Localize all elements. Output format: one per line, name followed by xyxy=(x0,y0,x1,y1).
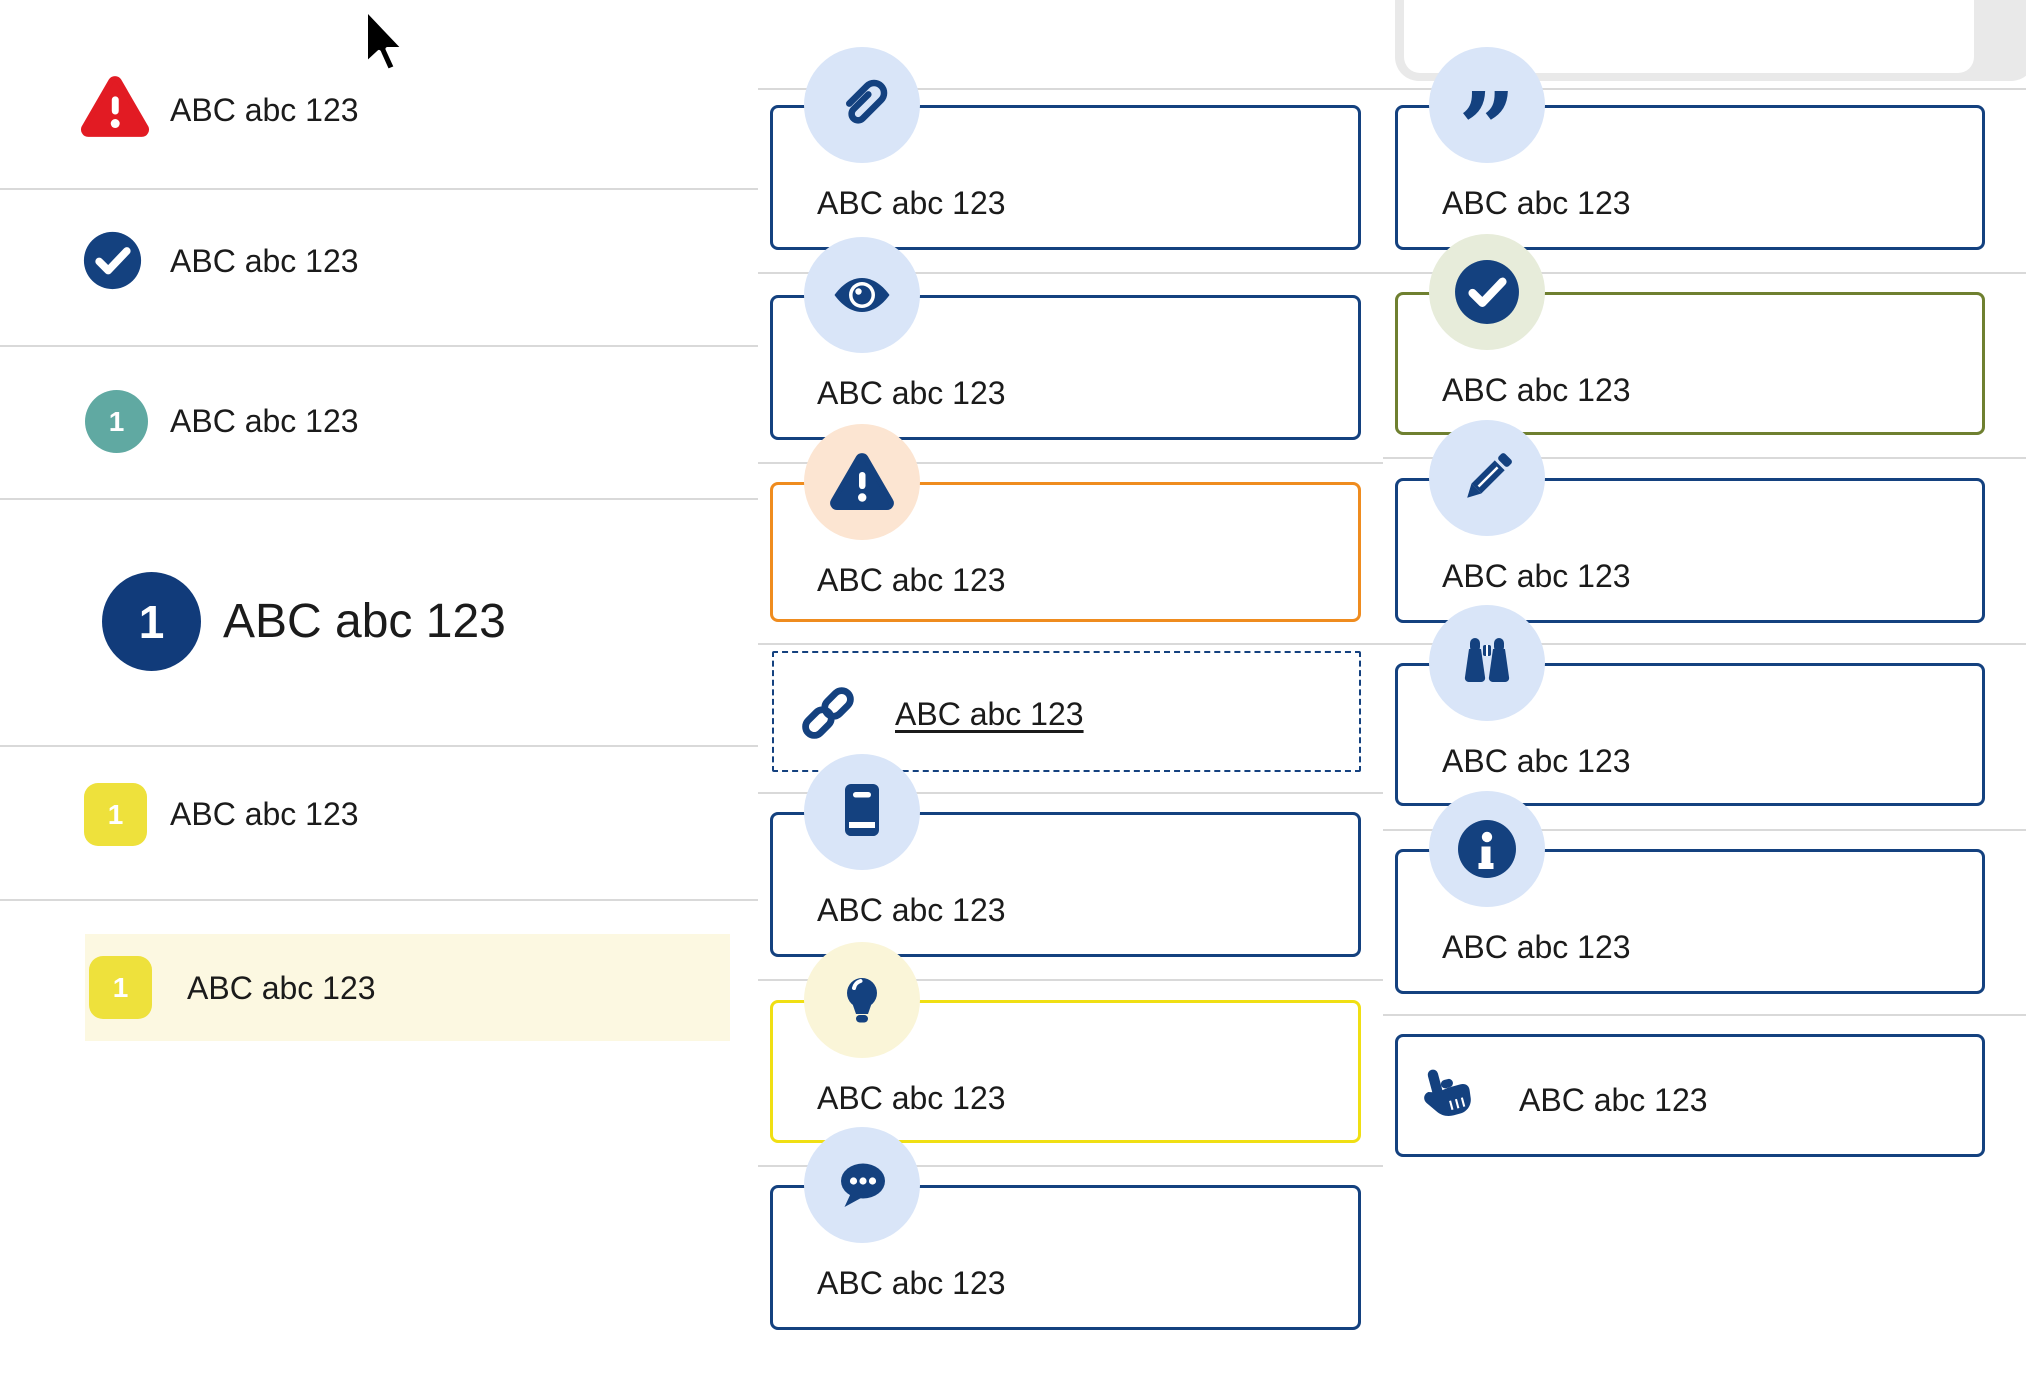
badge-number: 1 xyxy=(107,798,124,830)
divider xyxy=(1383,272,2026,274)
list-item-label: ABC abc 123 xyxy=(170,796,359,832)
callout-label: ABC abc 123 xyxy=(1442,558,1631,594)
divider xyxy=(0,498,758,500)
divider xyxy=(0,745,758,747)
divider xyxy=(1383,643,2026,645)
paperclip-icon xyxy=(804,47,920,163)
list-item-label: ABC abc 123 xyxy=(170,403,359,439)
lightbulb-icon xyxy=(804,942,920,1058)
yellow-number-badge: 1 xyxy=(89,956,152,1019)
divider xyxy=(0,188,758,190)
check-circle-icon xyxy=(82,230,143,291)
divider xyxy=(1383,457,2026,459)
divider xyxy=(758,792,1383,794)
divider xyxy=(758,88,1383,90)
link-icon xyxy=(797,682,859,744)
callout-label: ABC abc 123 xyxy=(817,1265,1006,1301)
divider xyxy=(758,643,1383,645)
book-icon xyxy=(804,754,920,870)
badge-number: 1 xyxy=(112,971,129,1003)
callout-label: ABC abc 123 xyxy=(817,375,1006,411)
info-icon xyxy=(1429,791,1545,907)
divider xyxy=(1383,1014,2026,1016)
navy-number-badge-large: 1 xyxy=(102,572,201,671)
callout-label: ABC abc 123 xyxy=(817,1080,1006,1116)
quote-callout: ABC abc 123 xyxy=(1395,105,1985,250)
list-item-label: ABC abc 123 xyxy=(223,595,506,648)
eye-icon xyxy=(804,237,920,353)
link-callout[interactable]: ABC abc 123 xyxy=(772,651,1361,772)
teal-number-badge: 1 xyxy=(85,390,148,453)
callout-link[interactable]: ABC abc 123 xyxy=(895,696,1084,732)
warning-triangle-icon xyxy=(80,75,150,139)
callout-label: ABC abc 123 xyxy=(817,185,1006,221)
badge-number: 1 xyxy=(108,405,125,437)
list-item-label: ABC abc 123 xyxy=(187,970,376,1006)
callout-label: ABC abc 123 xyxy=(1442,929,1631,965)
divider xyxy=(0,345,758,347)
chat-icon xyxy=(804,1127,920,1243)
callout-label: ABC abc 123 xyxy=(817,562,1006,598)
divider xyxy=(758,979,1383,981)
action-callout[interactable]: ABC abc 123 xyxy=(1395,1034,1985,1157)
pencil-icon xyxy=(1429,420,1545,536)
divider xyxy=(758,462,1383,464)
divider xyxy=(758,1165,1383,1167)
callout-label: ABC abc 123 xyxy=(1442,372,1631,408)
mouse-cursor xyxy=(362,6,414,82)
callout-label: ABC abc 123 xyxy=(1519,1082,1708,1118)
hand-point-icon xyxy=(1420,1061,1480,1129)
check-circle-icon xyxy=(1429,234,1545,350)
divider xyxy=(1383,829,2026,831)
preview-callout: ABC abc 123 xyxy=(770,295,1361,440)
binoculars-icon xyxy=(1429,605,1545,721)
yellow-number-badge: 1 xyxy=(84,783,147,846)
badge-number: 1 xyxy=(138,595,165,648)
reference-callout: ABC abc 123 xyxy=(770,812,1361,957)
divider xyxy=(758,272,1383,274)
callout-label: ABC abc 123 xyxy=(817,892,1006,928)
list-item-label: ABC abc 123 xyxy=(170,92,359,128)
divider xyxy=(1383,88,2026,90)
callout-label: ABC abc 123 xyxy=(1442,743,1631,779)
left-list: ABC abc 123 ABC abc 123 1 ABC abc 123 1 … xyxy=(0,0,758,1392)
selection-highlight xyxy=(85,934,730,1041)
warning-triangle-icon xyxy=(804,424,920,540)
comment-callout: ABC abc 123 xyxy=(770,1185,1361,1330)
callout-label: ABC abc 123 xyxy=(1442,185,1631,221)
list-item-label: ABC abc 123 xyxy=(170,243,359,279)
quote-icon: ” xyxy=(1429,47,1545,179)
divider xyxy=(0,899,758,901)
quote-glyph: ” xyxy=(1458,70,1516,188)
